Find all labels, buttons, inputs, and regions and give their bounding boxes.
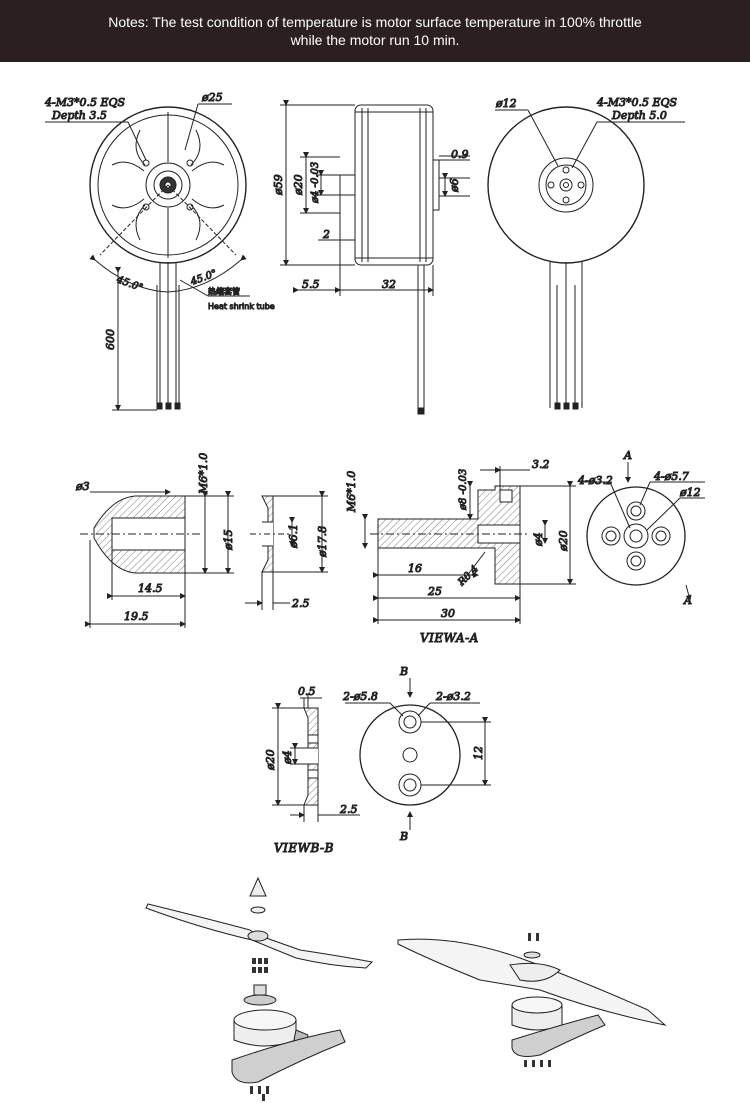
notes-banner: Notes: The test condition of temperature… <box>0 0 750 62</box>
wire-length-label: 600 <box>104 329 117 350</box>
view-a-holes-large: 4-ø5.7 <box>653 470 689 483</box>
notes-line-1: Notes: The test condition of temperature… <box>108 14 642 30</box>
angle-left-label: 45.0° <box>114 274 144 294</box>
front-depth-label: Depth 3.5 <box>51 109 107 122</box>
exploded-assembly-right <box>397 933 667 1067</box>
side-d2: 2 <box>322 228 330 241</box>
view-a-drawing <box>580 462 705 601</box>
view-b-holes-small: 2-ø3.2 <box>435 690 471 703</box>
front-thread-label: 4-M3*0.5 EQS <box>44 96 126 109</box>
view-a-holes-small: 4-ø3.2 <box>577 474 613 487</box>
side-d59: ø59 <box>272 174 285 196</box>
washer-d61: ø6.1 <box>287 524 300 549</box>
view-b-face <box>345 678 491 830</box>
nut-d3: ø3 <box>75 480 90 493</box>
angle-right-label: 45.0° <box>188 268 218 288</box>
front-view <box>45 103 250 411</box>
side-d55: 5.5 <box>302 278 320 291</box>
adapter-d30: 30 <box>441 607 455 620</box>
side-d09: 0.9 <box>451 148 469 161</box>
nut-d145: 14.5 <box>138 582 163 595</box>
view-b-d12: 12 <box>472 746 485 760</box>
side-view <box>280 100 470 415</box>
nut-drawing <box>80 489 234 628</box>
nut-d15: ø15 <box>222 529 235 551</box>
view-b-holes-large: 2-ø5.8 <box>342 690 378 703</box>
exploded-assembly-left <box>145 876 374 1101</box>
view-a-caption: VIEWA-A <box>420 631 479 645</box>
nut-d195: 19.5 <box>124 610 149 623</box>
view-a-dia: ø12 <box>679 486 701 499</box>
adapter-d4: ø4 <box>532 532 545 547</box>
side-d6: ø6 <box>448 178 461 193</box>
side-d4: ø4 -0.03 <box>310 162 321 204</box>
washer-d178: ø17.8 <box>316 526 329 558</box>
side-d20: ø20 <box>292 174 305 196</box>
adapter-d25: 25 <box>427 585 442 598</box>
view-b-marker-top: B <box>399 665 408 678</box>
rear-dia-label: ø12 <box>495 97 517 110</box>
view-b-d20: ø20 <box>264 749 277 771</box>
adapter-d32: 3.2 <box>532 458 550 471</box>
adapter-drawing <box>362 466 576 624</box>
side-d32: 32 <box>382 278 396 291</box>
view-b-d4: ø4 <box>281 750 294 765</box>
adapter-m6: M6*1.0 <box>345 471 358 513</box>
adapter-d16: 16 <box>408 562 422 575</box>
rear-view <box>487 106 685 410</box>
front-dia-label: ø25 <box>201 91 223 104</box>
view-b-section <box>272 694 360 822</box>
notes-line-2: while the motor run 10 min. <box>290 32 460 48</box>
view-a-marker-bottom: A <box>683 594 692 607</box>
nut-m6: M6*1.0 <box>197 453 210 495</box>
tube-en-label: Heat shrink tube <box>208 302 275 311</box>
rear-depth-label: Depth 5.0 <box>611 109 667 122</box>
rear-thread-label: 4-M3*0.5 EQS <box>596 96 678 109</box>
washer-drawing <box>245 491 328 610</box>
adapter-r04: R0.4 <box>456 564 481 589</box>
adapter-d20: ø20 <box>557 530 570 552</box>
tube-cn-label: 热缩套管 <box>208 286 240 296</box>
washer-d25: 2.5 <box>291 597 310 610</box>
view-b-d25: 2.5 <box>339 803 358 816</box>
view-b-d05: 0.5 <box>298 685 316 698</box>
view-b-caption: VIEWB-B <box>274 841 334 855</box>
view-b-marker-bottom: B <box>399 830 408 843</box>
adapter-d8: ø8 -0.03 <box>458 469 469 511</box>
view-a-marker-top: A <box>623 449 632 462</box>
